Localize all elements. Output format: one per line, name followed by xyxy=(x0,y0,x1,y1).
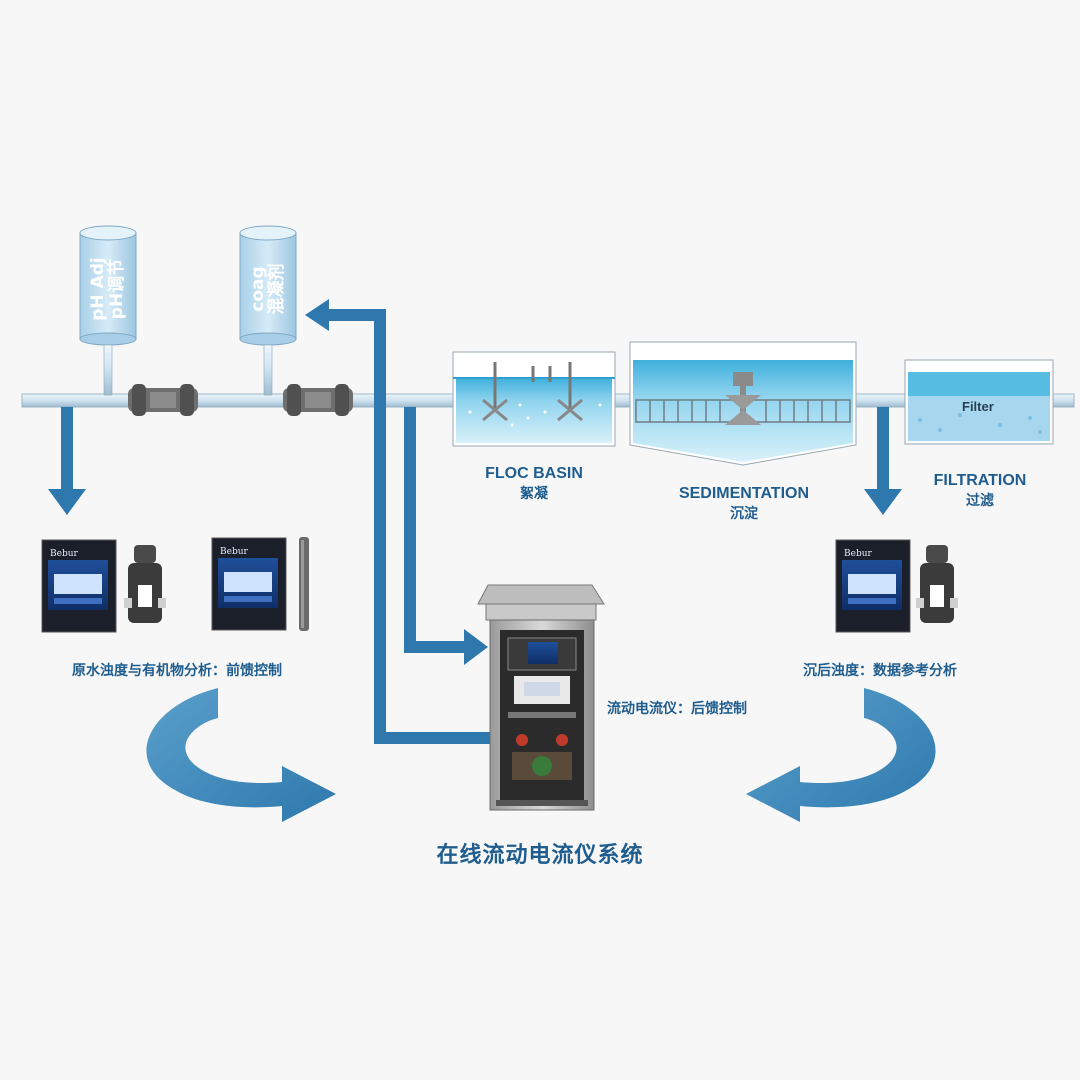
left-analyzer-2: Bebur xyxy=(211,537,287,631)
sedimentation-label-en: SEDIMENTATION xyxy=(678,485,810,502)
sedimentation-label: SEDIMENTATION 沉淀 xyxy=(664,485,824,523)
coag-tank-label: coag 混凝剂 xyxy=(248,239,287,339)
arrow-to-cabinet xyxy=(404,407,488,665)
cabinet-caption: 流动电流仪：后馈控制 xyxy=(607,701,747,717)
static-mixer-2 xyxy=(283,384,353,416)
right-turbidity-sensor xyxy=(916,545,958,623)
filtration-tank xyxy=(904,359,1054,445)
left-analyzer-caption: 原水浊度与有机物分析：前馈控制 xyxy=(72,663,282,679)
filtration-label-cn: 过滤 xyxy=(966,493,994,509)
analyzer-brand: Bebur xyxy=(844,549,872,559)
ph-adjust-tank xyxy=(79,225,137,396)
sedimentation-tank xyxy=(629,341,857,466)
right-analyzer-caption: 沉后浊度：数据参考分析 xyxy=(803,663,957,679)
right-analyzer: Bebur xyxy=(835,539,911,633)
filter-media-label: Filter xyxy=(962,399,994,414)
floc-basin-label-en: FLOC BASIN xyxy=(485,465,583,482)
streaming-current-cabinet xyxy=(477,584,605,811)
ph-tank-label-cn: pH调节 xyxy=(107,258,127,320)
coag-tank-label-cn: 混凝剂 xyxy=(267,263,287,315)
system-title: 在线流动电流仪系统 xyxy=(436,843,644,868)
floc-basin-label-cn: 絮凝 xyxy=(520,486,548,502)
sedimentation-label-cn: 沉淀 xyxy=(730,506,758,522)
organics-probe xyxy=(299,537,309,631)
filtration-label: FILTRATION 过滤 xyxy=(920,472,1040,510)
analyzer-brand: Bebur xyxy=(50,549,78,559)
coagulant-tank xyxy=(239,225,297,396)
left-analyzer-1: Bebur xyxy=(41,539,117,633)
floc-basin-label: FLOC BASIN 絮凝 xyxy=(474,465,594,503)
ph-tank-label-en: pH Adj xyxy=(88,257,108,321)
left-turbidity-sensor xyxy=(124,545,166,623)
curved-arrow-right xyxy=(746,688,936,822)
floc-basin xyxy=(452,351,616,447)
arrow-down-left xyxy=(48,407,86,515)
analyzer-brand: Bebur xyxy=(220,547,248,557)
curved-arrow-left xyxy=(146,688,336,822)
filtration-label-en: FILTRATION xyxy=(933,472,1027,489)
coag-tank-label-en: coag xyxy=(248,266,268,312)
ph-tank-label: pH Adj pH调节 xyxy=(88,239,127,339)
static-mixer-1 xyxy=(128,384,198,416)
arrow-down-right xyxy=(864,407,902,515)
